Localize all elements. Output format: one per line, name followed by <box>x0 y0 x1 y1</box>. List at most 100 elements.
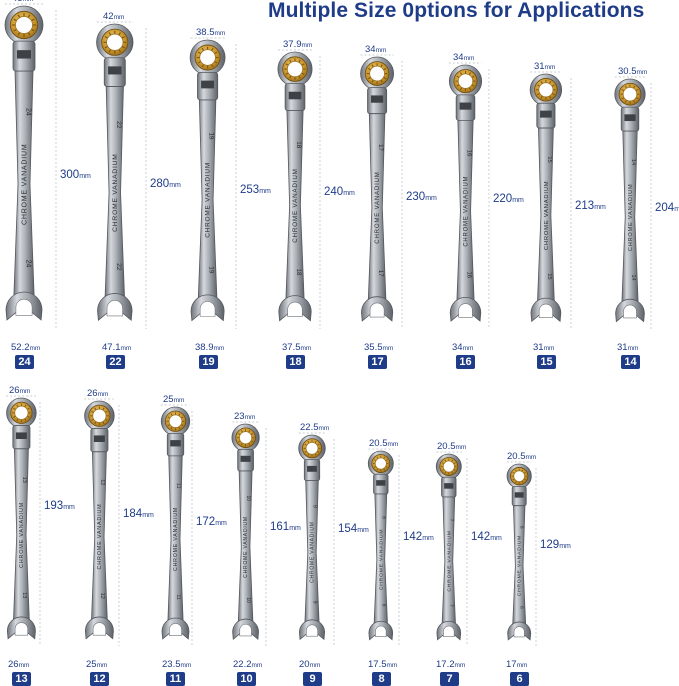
shank-engraving: CHROME VANADIUM <box>19 502 25 568</box>
open-end-width-label: 22.2mm <box>233 659 263 670</box>
length-label: 154mm <box>338 523 369 535</box>
head-width-label: 34mm <box>453 52 475 63</box>
size-badge: 10 <box>237 672 256 686</box>
head-width-label: 20.5mm <box>369 438 399 449</box>
shank-size-engraving: 9 <box>312 601 318 604</box>
shank-size-engraving: 16 <box>465 150 471 157</box>
length-label: 142mm <box>403 531 434 543</box>
size-badge: 11 <box>166 672 185 686</box>
shank-engraving: CHROME VANADIUM <box>447 530 453 591</box>
shank-size-engraving: 19 <box>208 266 215 274</box>
length-label: 161mm <box>270 521 301 533</box>
shank-size-engraving: 22 <box>115 121 122 129</box>
shank-engraving: CHROME VANADIUM <box>379 529 385 590</box>
shank-engraving: CHROME VANADIUM <box>516 535 522 596</box>
length-label: 213mm <box>575 200 606 212</box>
size-badge: 14 <box>621 355 640 369</box>
length-label: 172mm <box>196 516 227 528</box>
shank-engraving: CHROME VANADIUM <box>310 521 316 583</box>
shank-size-engraving: 12 <box>99 479 105 485</box>
shank-size-engraving: 14 <box>630 275 636 281</box>
head-width-label: 20.5mm <box>507 451 537 462</box>
head-width-label: 30.5mm <box>618 66 648 77</box>
shank-size-engraving: 14 <box>630 159 636 165</box>
size-badge: 9 <box>303 672 322 686</box>
open-end-width-label: 37.5mm <box>282 342 312 353</box>
shank-size-engraving: 15 <box>546 156 552 162</box>
shank-engraving: CHROME VANADIUM <box>374 171 381 243</box>
shank-engraving: CHROME VANADIUM <box>292 168 299 243</box>
shank-size-engraving: 19 <box>208 132 215 140</box>
shank-size-engraving: 15 <box>546 273 552 279</box>
size-badge: 22 <box>106 355 125 369</box>
length-label: 280mm <box>150 178 181 190</box>
shank-size-engraving: 7 <box>449 604 455 607</box>
shank-size-engraving: 10 <box>246 495 252 501</box>
open-end-width-label: 17.5mm <box>368 659 398 670</box>
shank-size-engraving: 6 <box>518 526 524 529</box>
head-width-label: 22.5mm <box>300 422 330 433</box>
wrench-22mm: CHROME VANADIUM 22 22 <box>96 23 134 322</box>
shank-size-engraving: 24 <box>24 260 31 268</box>
shank-engraving: CHROME VANADIUM <box>205 162 212 238</box>
open-end-width-label: 26mm <box>8 659 30 670</box>
wrench-7mm: CHROME VANADIUM 7 7 <box>436 453 462 641</box>
open-end-width-label: 31mm <box>533 342 555 353</box>
head-width-label: 45mm <box>12 0 33 5</box>
shank-size-engraving: 16 <box>465 271 471 278</box>
wrench-14mm: CHROME VANADIUM 14 14 <box>614 78 646 323</box>
open-end-width-label: 31mm <box>617 342 639 353</box>
shank-size-engraving: 6 <box>518 606 524 609</box>
size-badge: 7 <box>440 672 459 686</box>
shank-size-engraving: 22 <box>115 263 122 271</box>
head-width-label: 31mm <box>534 61 556 72</box>
shank-engraving: CHROME VANADIUM <box>97 503 103 569</box>
size-badge: 24 <box>15 355 34 369</box>
length-label: 142mm <box>471 531 502 543</box>
open-end-width-label: 20mm <box>299 659 321 670</box>
open-end-width-label: 17mm <box>506 659 528 670</box>
open-end-width-label: 38.9mm <box>195 342 225 353</box>
open-end-width-label: 25mm <box>86 659 108 670</box>
open-end-width-label: 35.5mm <box>364 342 394 353</box>
shank-engraving: CHROME VANADIUM <box>112 153 119 232</box>
head-width-label: 25mm <box>163 394 185 405</box>
head-width-label: 26mm <box>9 385 31 396</box>
shank-engraving: CHROME VANADIUM <box>244 516 250 578</box>
shank-size-engraving: 12 <box>99 593 105 599</box>
open-end-width-label: 47.1mm <box>102 342 132 353</box>
length-label: 220mm <box>493 193 524 205</box>
page-title: Multiple Size 0ptions for Applications <box>268 0 645 22</box>
shank-size-engraving: 11 <box>175 483 181 489</box>
open-end-width-label: 23.5mm <box>162 659 192 670</box>
shank-size-engraving: 9 <box>312 505 318 508</box>
wrench-9mm: CHROME VANADIUM 9 9 <box>298 434 326 641</box>
size-badge: 12 <box>90 672 109 686</box>
shank-engraving: CHROME VANADIUM <box>21 144 28 225</box>
shank-engraving: CHROME VANADIUM <box>628 184 634 252</box>
shank-size-engraving: 7 <box>449 519 455 522</box>
shank-size-engraving: 11 <box>175 594 181 600</box>
head-width-label: 42mm <box>103 11 125 22</box>
head-width-label: 37.9mm <box>283 39 313 50</box>
length-label: 193mm <box>44 500 75 512</box>
size-badge: 19 <box>199 355 218 369</box>
size-badge: 6 <box>510 672 529 686</box>
length-label: 204mm <box>655 202 679 214</box>
open-end-width-label: 17.2mm <box>436 659 466 670</box>
length-label: 129mm <box>540 539 571 551</box>
length-label: 184mm <box>123 508 154 520</box>
open-end-width-label: 34mm <box>452 342 474 353</box>
size-badge: 16 <box>456 355 475 369</box>
head-width-label: 34mm <box>365 44 387 55</box>
shank-size-engraving: 13 <box>21 592 27 598</box>
head-width-label: 20.5mm <box>437 441 467 452</box>
